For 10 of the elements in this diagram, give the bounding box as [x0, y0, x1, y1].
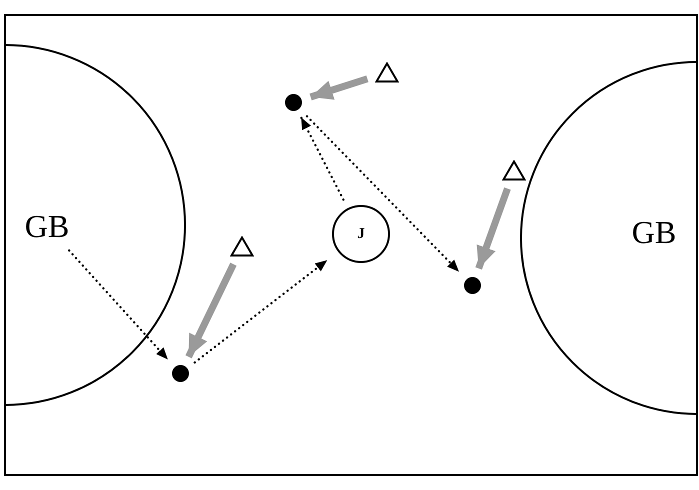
pass-arrow	[194, 258, 328, 364]
area-label: GB	[632, 216, 676, 248]
pass-arrow	[68, 249, 169, 361]
movement-arrow	[185, 262, 237, 358]
player-circle: J	[332, 205, 390, 263]
area-label: GB	[24, 210, 70, 242]
movement-arrow	[475, 187, 511, 270]
pass-arrow	[300, 116, 344, 201]
pass-arrow	[306, 115, 460, 273]
movement-arrow	[310, 75, 368, 100]
